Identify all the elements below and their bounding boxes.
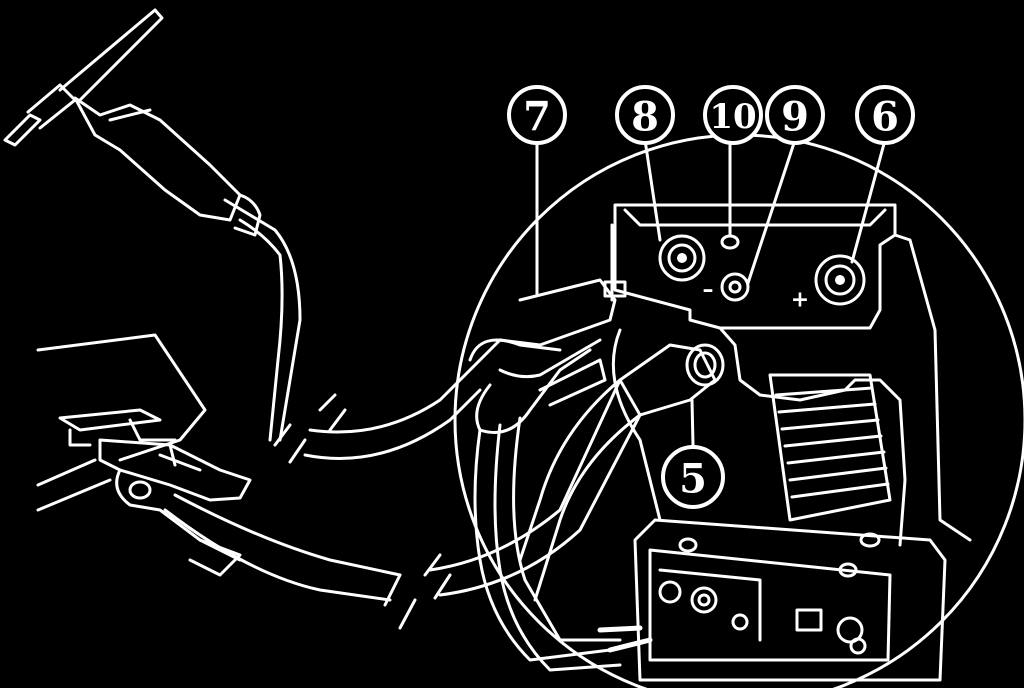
coolant-hose-3 [512,416,622,642]
torch-handle [73,96,242,222]
coolant-hose-2 [493,423,622,672]
clamp-body [98,438,252,502]
callout-10: 10 [703,85,763,145]
ground-cable-right-2 [438,413,642,597]
welding-machine: – + [610,203,972,682]
ground-cable-left-2 [163,508,392,602]
leader-9 [746,138,797,285]
workpiece-and-clamp [36,333,642,630]
negative-sign: – [703,278,714,303]
callout-7-label: 7 [523,94,551,141]
panel-bevel [623,208,887,227]
cable-break-torch [273,393,347,464]
leader-5 [690,398,695,447]
callout-9: 9 [765,85,825,145]
ground-cable-right-1 [428,378,622,572]
clamp-jaw-side [68,418,177,447]
ground-cable-left-1 [173,493,402,577]
ground-cable-outer [533,413,642,602]
workpiece [36,333,207,462]
negative-socket [658,234,706,282]
central-connector [498,278,617,347]
torch-cable-left [223,198,302,442]
callout-7: 7 [507,85,567,145]
torch-nozzle [3,113,42,147]
callout-6: 6 [855,85,915,145]
ground-cable-inner [518,378,622,562]
callout-9-label: 9 [781,94,809,141]
leader-8 [643,138,662,242]
hose-branch [498,338,602,379]
hose-fitting-2 [607,637,653,653]
positive-socket [814,254,866,306]
cable-bundle [468,278,725,672]
callout-6-label: 6 [871,94,899,141]
torch-cable-sleeve [233,193,262,237]
plug-collar [685,343,725,387]
hose-connector [538,358,607,407]
machine-side [893,233,972,542]
welding-torch [3,8,502,464]
cable-break-ground [383,553,452,630]
hose-fitting-1 [597,625,643,633]
positive-sign: + [791,288,809,313]
leader-lines [535,138,887,447]
callout-5: 5 [661,445,725,509]
torch-cap [58,8,164,102]
torch-collet [26,83,77,130]
torch-grip-line [108,108,152,122]
control-connector [720,272,750,302]
coolant-hose-1 [473,428,612,662]
workpiece-edge [36,458,112,512]
leader-6 [850,138,887,264]
callout-5-label: 5 [679,456,707,503]
torch-cable-to-machine-2 [303,388,482,460]
vent-grille [768,373,892,522]
torch-cable-right [238,218,284,442]
hose-loop [475,348,592,434]
clamp-pivot [128,480,152,500]
callout-8-label: 8 [631,94,659,141]
front-panel-upper [613,203,897,330]
gas-connector [720,234,740,250]
callout-8: 8 [615,85,675,145]
connector-tip [603,280,627,298]
clamp-handle-lower [115,468,242,562]
hose-coil [468,338,562,362]
callout-10-label: 10 [709,97,756,137]
clamp-spring [158,443,202,472]
clamp-jaw-top [58,408,162,432]
lower-unit [633,518,947,682]
plug-collar-inner [693,351,717,379]
torch-cable-to-machine-1 [308,338,502,434]
